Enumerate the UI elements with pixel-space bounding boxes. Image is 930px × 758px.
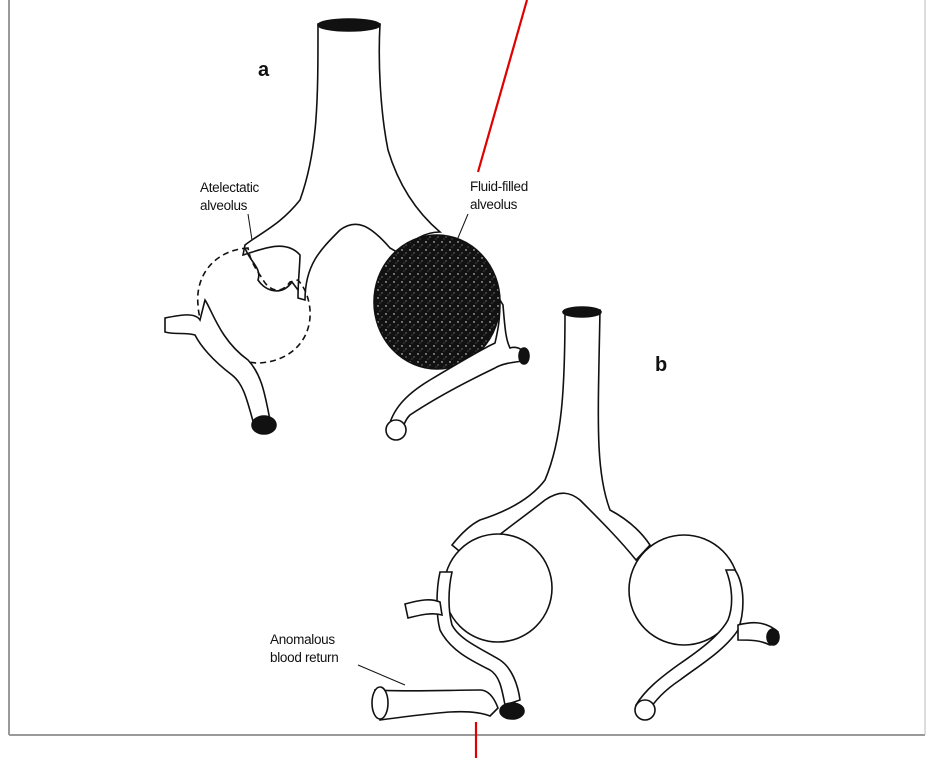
anomalous-vessel-end	[372, 687, 388, 719]
capillary-a-right-end	[386, 420, 406, 440]
atelectatic-leader-line	[248, 214, 252, 240]
panel-a-letter: a	[258, 59, 270, 81]
red-pointer-top	[478, 0, 527, 172]
alveolus-b-left	[444, 534, 552, 642]
anomalous-label-line1: Anomalous	[270, 632, 335, 647]
anomalous-leader-line	[358, 665, 405, 685]
capillary-a-right-tip	[519, 348, 529, 364]
bronchus-a-opening	[318, 19, 380, 31]
atelectatic-label-line1: Atelectatic	[200, 180, 260, 195]
anomalous-label-line2: blood return	[270, 650, 338, 665]
fluid-label-line1: Fluid-filled	[470, 179, 528, 194]
panel-a	[165, 19, 529, 440]
collapsed-wall	[245, 248, 298, 291]
panel-b-letter: b	[655, 354, 667, 376]
capillary-a-left-end	[252, 416, 276, 434]
atelectatic-label-line2: alveolus	[200, 198, 248, 213]
anomalous-vessel	[375, 690, 498, 720]
fluid-label-line2: alveolus	[470, 197, 518, 212]
capillary-b-left-branch	[405, 600, 442, 618]
capillary-b-left-end	[500, 703, 524, 719]
capillary-b-right-end	[635, 700, 655, 720]
bronchus-b-opening	[563, 307, 601, 317]
capillary-a-left	[165, 300, 270, 428]
capillary-b-right-tip	[767, 629, 779, 645]
fluid-filled-alveolus	[374, 235, 500, 369]
